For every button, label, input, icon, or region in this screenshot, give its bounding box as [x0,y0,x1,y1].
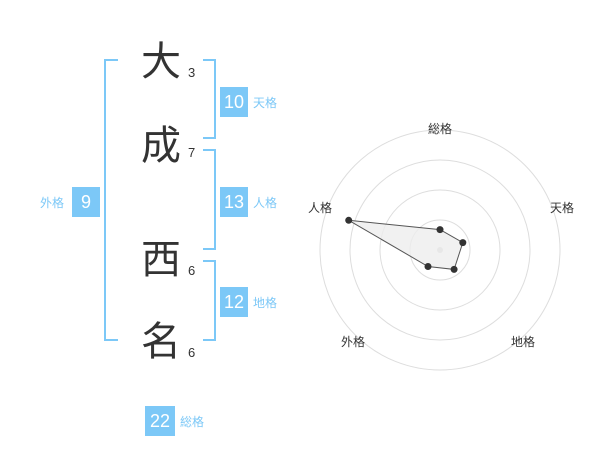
stroke-count-2: 7 [188,145,196,160]
radar-ring [349,159,531,341]
tenkaku-value: 10 [220,87,248,117]
radar-axis-label-gaikaku: 外格 [341,335,366,349]
jinkaku-label: 人格 [253,196,278,210]
radar-point-5 [345,216,353,224]
tenkaku-bracket [203,59,216,139]
radar-ring [379,189,501,311]
name-char-4: 名 [141,319,181,365]
radar-axis-label-jinkaku: 人格 [308,201,333,215]
stroke-count-3: 6 [188,263,196,278]
soukaku-value: 22 [145,406,175,436]
chikaku-label: 地格 [253,296,278,310]
chikaku-bracket [203,260,216,341]
soukaku-label: 総格 [180,415,205,429]
radar-point-2 [459,239,467,247]
name-char-2: 成 [141,123,181,169]
radar-point-4 [424,263,432,270]
stroke-count-1: 3 [188,65,196,80]
chikaku-value: 12 [220,287,248,317]
gaikaku-value: 9 [72,187,100,217]
gaikaku-bracket [104,59,118,341]
radar-series-polygon [348,219,464,270]
gaikaku-label: 外格 [40,196,65,210]
stroke-count-4: 6 [188,345,196,360]
name-char-1: 大 [141,39,181,85]
name-char-3: 西 [141,237,181,283]
radar-ring [319,129,561,371]
tenkaku-label: 天格 [253,96,278,110]
radar-axis-label-soukaku: 総格 [428,122,453,136]
radar-axis-label-chikaku: 地格 [511,335,536,349]
jinkaku-bracket [203,149,216,250]
radar-point-1 [436,226,444,234]
radar-point-3 [450,265,458,273]
jinkaku-value: 13 [220,187,248,217]
radar-axis-label-tenkaku: 天格 [550,201,575,215]
